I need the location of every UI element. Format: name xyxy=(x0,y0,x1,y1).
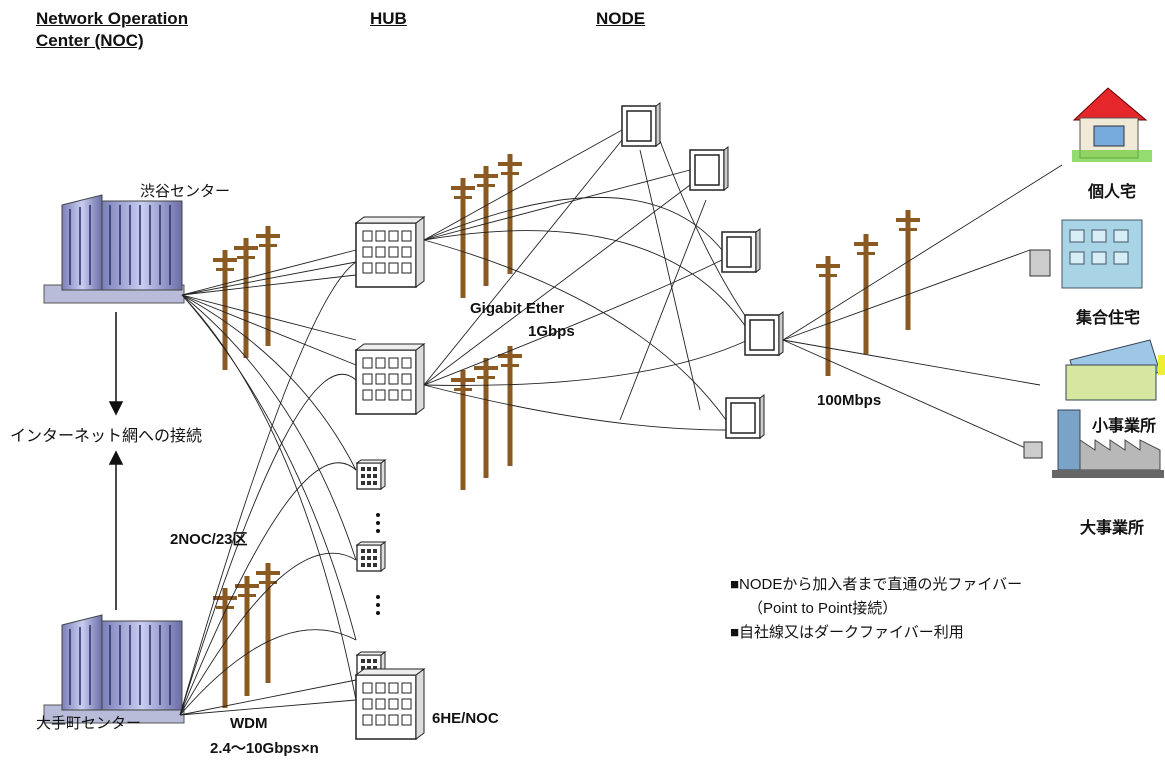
wdm-label: WDM xyxy=(230,715,268,732)
otemachi-center-label: 大手町センター xyxy=(36,715,142,732)
node-5 xyxy=(725,394,765,439)
poles-shibuya xyxy=(213,226,280,370)
gigabit-speed-label: 1Gbps xyxy=(528,323,575,340)
node-4 xyxy=(744,311,784,356)
header-noc-line2: Center (NOC) xyxy=(36,31,144,50)
shibuya-center-label: 渋谷センター xyxy=(140,183,231,200)
node-2 xyxy=(689,146,729,191)
he-noc-label: 6HE/NOC xyxy=(432,710,499,727)
apartment-label: 集合住宅 xyxy=(1076,310,1141,327)
otemachi-noc-building xyxy=(43,614,185,724)
poles-hub2 xyxy=(451,346,522,490)
large-office-label: 大事業所 xyxy=(1080,520,1145,537)
hub-small-2 xyxy=(356,541,386,572)
header-node: NODE xyxy=(596,9,646,28)
header-noc-line1: Network Operation xyxy=(36,9,189,28)
note-line-2: （Point to Point接続） xyxy=(748,600,898,617)
apartment-icon xyxy=(1029,219,1143,289)
hub-large-2 xyxy=(355,343,425,415)
header-noc: Network Operation Center (NOC) xyxy=(36,8,188,52)
house-icon xyxy=(1072,87,1152,162)
noc-count-label: 2NOC/23区 xyxy=(170,531,248,548)
hub-large-1 xyxy=(355,216,425,288)
hub-small-1 xyxy=(356,459,386,490)
node-1 xyxy=(621,102,661,147)
large-office-icon xyxy=(1023,409,1164,478)
hub-large-3 xyxy=(355,668,425,740)
home-label: 個人宅 xyxy=(1088,184,1137,201)
gigabit-links xyxy=(423,129,749,431)
poles-access xyxy=(816,210,920,376)
wdm-links xyxy=(179,249,357,716)
access-links xyxy=(782,164,1063,451)
note-line-3: ■自社線又はダークファイバー利用 xyxy=(730,624,964,641)
node-3 xyxy=(721,228,761,273)
ellipsis-dots xyxy=(376,513,380,615)
gigabit-label: Gigabit Ether xyxy=(470,300,565,317)
access-speed-label: 100Mbps xyxy=(817,392,882,409)
shibuya-noc-building xyxy=(43,194,185,304)
wdm-speed-label: 2.4～10Gbps×n xyxy=(210,740,319,757)
internet-arrows xyxy=(108,312,124,610)
small-office-icon xyxy=(1065,339,1165,401)
small-office-label: 小事業所 xyxy=(1092,418,1157,435)
internet-connection-label: インターネット網への接続 xyxy=(10,428,203,445)
header-hub: HUB xyxy=(370,9,407,28)
note-line-1: ■NODEから加入者まで直通の光ファイバー xyxy=(730,576,1023,593)
